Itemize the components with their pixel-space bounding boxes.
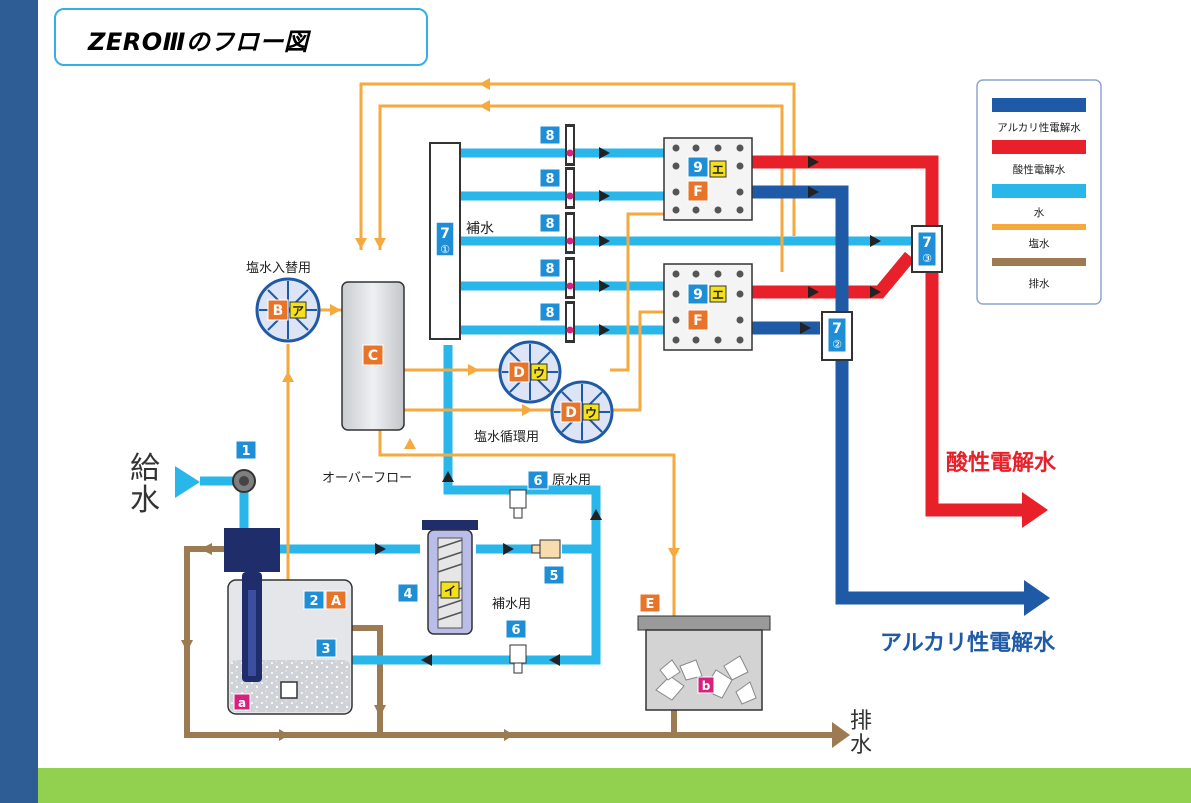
valve-1: 1 xyxy=(232,440,257,493)
water-arrowheads xyxy=(375,147,881,666)
title-box: ZEROⅢのフロー図 xyxy=(54,8,428,66)
svg-text:9: 9 xyxy=(693,160,703,176)
brine-circulation-pump-1: D ウ xyxy=(498,340,562,404)
svg-text:B: B xyxy=(273,303,284,319)
svg-text:排水: 排水 xyxy=(1029,277,1051,290)
electrolysis-cell-lower: 9 エ F xyxy=(663,263,753,351)
legend-item-acid: 酸性電解水 xyxy=(992,140,1086,176)
drain-outlet-arrow xyxy=(832,722,850,748)
svg-text:D: D xyxy=(565,405,577,421)
flowmeter-8-row5: 8 xyxy=(539,301,575,343)
haisui-label-2: 水 xyxy=(850,733,872,758)
meter-7-3: 7 ③ xyxy=(911,225,943,273)
svg-text:7: 7 xyxy=(922,235,932,251)
svg-text:6: 6 xyxy=(533,474,542,489)
svg-text:F: F xyxy=(693,313,703,329)
flowmeter-8-row4: 8 xyxy=(539,257,575,299)
svg-text:8: 8 xyxy=(545,217,554,232)
svg-text:酸性電解水: 酸性電解水 xyxy=(1013,163,1066,176)
svg-text:9: 9 xyxy=(693,287,703,303)
water-lines xyxy=(200,148,912,665)
drain-arrowheads xyxy=(181,543,850,748)
svg-text:6: 6 xyxy=(511,623,520,638)
gensui-label: 原水用 xyxy=(552,473,591,488)
softener-tank: 2 A 3 a xyxy=(224,528,353,715)
page-title: ZEROⅢのフロー図 xyxy=(88,28,309,56)
svg-text:7: 7 xyxy=(832,321,842,337)
svg-text:③: ③ xyxy=(922,252,932,265)
flowmeter-8-row3: 8 xyxy=(539,212,575,254)
kyusui-label-1: 給 xyxy=(130,451,160,486)
svg-text:3: 3 xyxy=(321,642,330,657)
solenoid-6-makeup-water: 6 xyxy=(505,619,527,674)
svg-text:a: a xyxy=(238,696,246,710)
svg-text:イ: イ xyxy=(444,584,456,598)
ensui-irekae-label: 塩水入替用 xyxy=(246,261,311,276)
acid-output-label: 酸性電解水 xyxy=(946,450,1057,476)
alkali-output-label: アルカリ性電解水 xyxy=(880,630,1056,656)
svg-text:5: 5 xyxy=(549,569,558,584)
svg-text:b: b xyxy=(702,679,711,693)
hosui-label: 補水 xyxy=(466,221,494,237)
brine-circulation-pump-2: D ウ xyxy=(550,380,614,444)
acid-alkali-arrowheads xyxy=(800,156,881,334)
svg-text:②: ② xyxy=(832,338,842,351)
feed-inlet-arrow xyxy=(175,466,200,498)
electrolysis-cell-upper: 9 エ F xyxy=(663,137,753,221)
svg-text:8: 8 xyxy=(545,262,554,277)
left-accent-bar xyxy=(0,0,38,803)
svg-text:1: 1 xyxy=(241,444,250,459)
legend-item-water: 水 xyxy=(992,184,1086,219)
svg-text:①: ① xyxy=(440,243,450,256)
svg-text:ア: ア xyxy=(292,304,304,318)
svg-text:4: 4 xyxy=(403,587,412,602)
brine-arrowheads xyxy=(282,78,680,559)
legend-item-drain: 排水 xyxy=(992,258,1086,290)
hosui-you-label: 補水用 xyxy=(492,597,531,612)
salt-box-e: E b xyxy=(637,593,771,711)
brine-replace-pump: B ア xyxy=(255,277,321,343)
svg-text:エ: エ xyxy=(712,163,724,177)
svg-text:7: 7 xyxy=(440,226,450,242)
svg-text:ウ: ウ xyxy=(533,366,545,380)
svg-text:2: 2 xyxy=(309,594,318,609)
alkali-outlet-arrow xyxy=(1024,580,1050,616)
solenoid-6-raw-water: 6 xyxy=(509,470,549,519)
svg-text:塩水: 塩水 xyxy=(1029,237,1051,250)
legend-item-brine: 塩水 xyxy=(992,224,1086,250)
svg-text:8: 8 xyxy=(545,129,554,144)
svg-text:エ: エ xyxy=(712,288,724,302)
ensui-junkan-label: 塩水循環用 xyxy=(474,430,539,445)
meter-7-2: 7 ② xyxy=(821,311,853,361)
flowmeter-8-row1: 8 xyxy=(539,124,575,166)
kyusui-label-2: 水 xyxy=(130,483,160,518)
flowmeter-8-row2: 8 xyxy=(539,167,575,209)
marker-7-1: 7 ① xyxy=(435,221,455,257)
filter-cartridge-4: イ 4 xyxy=(397,520,478,635)
brine-tank-c: C xyxy=(341,281,405,431)
svg-text:水: 水 xyxy=(1034,207,1045,219)
svg-text:E: E xyxy=(646,597,655,612)
svg-text:A: A xyxy=(331,594,341,609)
overflow-label: オーバーフロー xyxy=(322,471,412,486)
svg-text:アルカリ性電解水: アルカリ性電解水 xyxy=(997,121,1081,134)
svg-text:F: F xyxy=(693,184,703,200)
flowmeters-8: 8 8 8 8 8 xyxy=(539,124,575,343)
sensor-5: 5 xyxy=(531,539,565,585)
bottom-accent-bar xyxy=(38,768,1191,803)
svg-text:8: 8 xyxy=(545,172,554,187)
svg-text:D: D xyxy=(513,365,525,381)
legend-item-alkali: アルカリ性電解水 xyxy=(992,98,1086,134)
svg-text:ウ: ウ xyxy=(585,406,597,420)
legend: アルカリ性電解水 酸性電解水 水 塩水 排水 xyxy=(976,79,1102,305)
haisui-label-1: 排 xyxy=(850,709,872,734)
svg-text:C: C xyxy=(368,348,378,364)
acid-outlet-arrow xyxy=(1022,492,1048,528)
svg-text:8: 8 xyxy=(545,306,554,321)
